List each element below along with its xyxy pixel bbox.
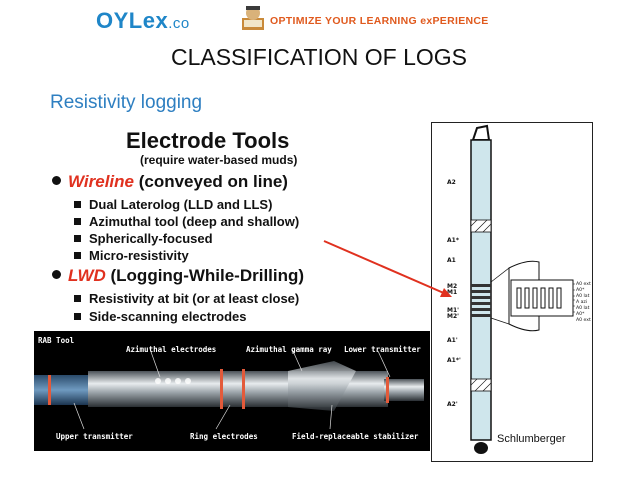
rab-tool-title: RAB Tool: [38, 336, 75, 345]
electrode-label: A1*: [447, 237, 460, 244]
detail-label: A0 ext: [576, 281, 591, 287]
lower-transmitter-label: Lower transmitter: [344, 345, 421, 354]
electrode-label: A1*': [447, 357, 461, 364]
slide-title: CLASSIFICATION OF LOGS: [170, 44, 468, 70]
tagline: OPTIMIZE YOUR LEARNING exPERIENCE: [270, 15, 489, 27]
electrode-label: M2': [447, 313, 459, 320]
list-item: Side-scanning electrodes: [74, 309, 247, 324]
azimuthal-electrodes-label: Azimuthal electrodes: [126, 345, 217, 354]
square-bullet-icon: [74, 201, 81, 208]
list-item: Resistivity at bit (or at least close): [74, 291, 299, 306]
square-bullet-icon: [74, 252, 81, 259]
detail-label: A azi: [576, 299, 587, 305]
electrode-label: M1: [447, 289, 457, 296]
stabilizer-label: Field-replaceable stabilizer: [292, 432, 419, 441]
electrode-label: A1: [447, 257, 456, 264]
detail-label: A0 lat: [576, 293, 590, 299]
list-item: Dual Laterolog (LLD and LLS): [74, 197, 272, 212]
electrode-label: A1': [447, 337, 458, 344]
reading-mascot-icon: [242, 6, 264, 30]
ring-electrodes-label: Ring electrodes: [190, 432, 258, 441]
detail-label: A0 ext: [576, 317, 591, 323]
square-bullet-icon: [74, 218, 81, 225]
square-bullet-icon: [74, 313, 81, 320]
electrode-tools-heading: Electrode Tools: [126, 128, 290, 153]
electrode-label: A2': [447, 401, 458, 408]
electrode-tools-note: (require water-based muds): [140, 153, 298, 167]
bullet-icon: [52, 270, 61, 279]
electrode-label: A2: [447, 179, 456, 186]
slide-subtitle: Resistivity logging: [50, 92, 203, 113]
lwd-group: LWD (Logging-While-Drilling): [52, 266, 304, 286]
oylex-logo: OYLex.co: [96, 8, 190, 33]
azimuthal-gamma-label: Azimuthal gamma ray: [246, 345, 332, 354]
bullet-icon: [52, 176, 61, 185]
electrode-label: M2: [447, 283, 457, 290]
list-item: Azimuthal tool (deep and shallow): [74, 214, 299, 229]
detail-label: A0*: [576, 311, 585, 317]
schlumberger-brand: Schlumberger: [497, 433, 566, 445]
list-item: Spherically-focused: [74, 231, 213, 246]
square-bullet-icon: [74, 295, 81, 302]
rab-tool-photo: [34, 331, 430, 451]
list-item: Micro-resistivity: [74, 248, 189, 263]
upper-transmitter-label: Upper transmitter: [56, 432, 133, 441]
electrode-label: M1': [447, 307, 459, 314]
laterolog-tool-diagram: A2 A1* A1 M2 M1 M1' M2' A1' A1*' A2' A0 …: [431, 122, 593, 462]
square-bullet-icon: [74, 235, 81, 242]
detail-label: A0*: [576, 287, 585, 293]
detail-label: A0 lat: [576, 305, 590, 311]
wireline-group: Wireline (conveyed on line): [52, 172, 288, 192]
